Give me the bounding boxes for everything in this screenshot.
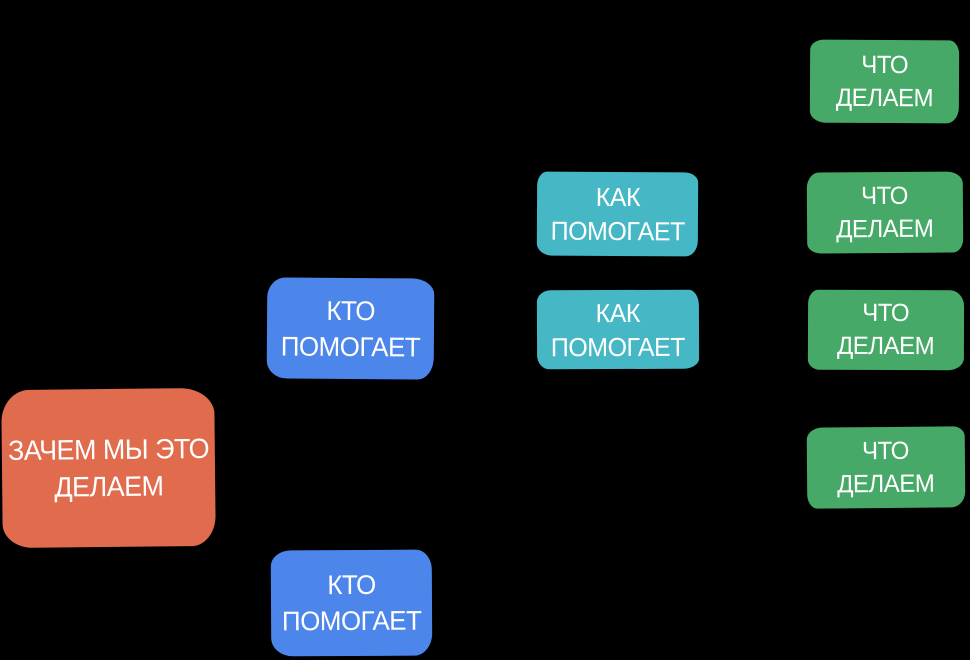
node-label: КАК ПОМОГАЕТ bbox=[551, 295, 685, 363]
label-line: ПОМОГАЕТ bbox=[550, 215, 685, 247]
node-label: ЧТО ДЕЛАЕМ bbox=[837, 434, 935, 501]
node-how-helps-2[interactable]: КАК ПОМОГАЕТ bbox=[536, 289, 700, 370]
label-line: КАК bbox=[595, 297, 641, 328]
label-line: ЧТО bbox=[862, 436, 910, 465]
node-label: ЧТО ДЕЛАЕМ bbox=[837, 297, 934, 363]
label-line: ЗАЧЕМ МЫ ЭТО bbox=[7, 432, 210, 467]
label-line: ЧТО bbox=[861, 50, 909, 79]
label-line: ПОМОГАЕТ bbox=[550, 331, 686, 362]
label-line: КТО bbox=[326, 295, 375, 326]
label-line: ПОМОГАЕТ bbox=[280, 331, 421, 362]
node-label: КАК ПОМОГАЕТ bbox=[550, 180, 684, 249]
node-who-helps-1[interactable]: КТО ПОМОГАЕТ bbox=[266, 277, 435, 380]
label-line: ДЕЛАЕМ bbox=[837, 331, 935, 361]
label-line: ДЕЛАЕМ bbox=[53, 470, 164, 503]
label-line: КАК bbox=[595, 181, 640, 213]
node-label: ЧТО ДЕЛАЕМ bbox=[836, 48, 933, 115]
node-what-we-do-3[interactable]: ЧТО ДЕЛАЕМ bbox=[807, 289, 965, 371]
node-label: КТО ПОМОГАЕТ bbox=[281, 292, 421, 365]
label-line: ДЕЛАЕМ bbox=[837, 469, 935, 498]
node-what-we-do-1[interactable]: ЧТО ДЕЛАЕМ bbox=[809, 39, 960, 124]
label-line: КТО bbox=[327, 569, 376, 601]
node-label: ЧТО ДЕЛАЕМ bbox=[836, 179, 934, 246]
label-line: ДЕЛАЕМ bbox=[835, 83, 934, 112]
node-label: ЗАЧЕМ МЫ ЭТО ДЕЛАЕМ bbox=[8, 430, 210, 506]
label-line: ДЕЛАЕМ bbox=[836, 214, 934, 243]
label-line: ЧТО bbox=[862, 298, 910, 328]
label-line: ПОМОГАЕТ bbox=[281, 605, 422, 637]
node-label: КТО ПОМОГАЕТ bbox=[282, 567, 422, 640]
node-what-we-do-2[interactable]: ЧТО ДЕЛАЕМ bbox=[806, 171, 964, 254]
node-how-helps-1[interactable]: КАК ПОМОГАЕТ bbox=[536, 171, 699, 257]
node-who-helps-2[interactable]: КТО ПОМОГАЕТ bbox=[270, 549, 433, 657]
node-why-root[interactable]: ЗАЧЕМ МЫ ЭТО ДЕЛАЕМ bbox=[1, 387, 216, 549]
node-what-we-do-4[interactable]: ЧТО ДЕЛАЕМ bbox=[806, 426, 966, 509]
label-line: ЧТО bbox=[861, 181, 909, 210]
